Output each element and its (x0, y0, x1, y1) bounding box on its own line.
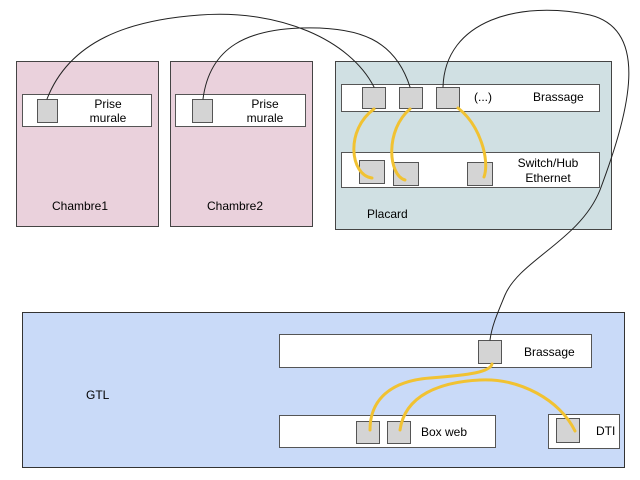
box-web-port-1 (356, 421, 380, 444)
box-web-label: Box web (421, 425, 468, 439)
wall-outlet-label-chambre2-line2: murale (246, 111, 284, 125)
gtl-patch-panel-label: Brassage (524, 345, 575, 359)
room-label-chambre2: Chambre2 (207, 199, 264, 213)
switch-port-2 (393, 162, 419, 186)
wall-outlet-label-chambre2-line1: Prise (251, 97, 279, 111)
wall-outlet-port-chambre2 (192, 99, 213, 123)
placard-patch-port-1 (362, 87, 386, 109)
wall-outlet-label-chambre1-line2: murale (89, 111, 127, 125)
placard-patch-ellipsis: (...) (474, 90, 492, 104)
placard-patch-port-3 (436, 87, 460, 109)
dti-port (556, 418, 580, 443)
wall-outlet-port-chambre1 (37, 99, 58, 123)
switch-port-1 (359, 160, 385, 184)
dti-label: DTI (596, 424, 616, 438)
gtl-label: GTL (86, 388, 110, 402)
wall-outlet-label-chambre1-line1: Prise (94, 97, 122, 111)
room-label-chambre1: Chambre1 (52, 199, 109, 213)
switch-label-line2: Ethernet (525, 171, 571, 185)
switch-port-3 (467, 162, 493, 186)
placard-label: Placard (367, 207, 408, 221)
gtl-patch-port (478, 340, 502, 364)
placard-patch-panel-label: Brassage (533, 90, 584, 104)
box-web-port-2 (387, 421, 411, 444)
placard-patch-port-2 (399, 87, 423, 109)
switch-label-line1: Switch/Hub (517, 156, 579, 170)
